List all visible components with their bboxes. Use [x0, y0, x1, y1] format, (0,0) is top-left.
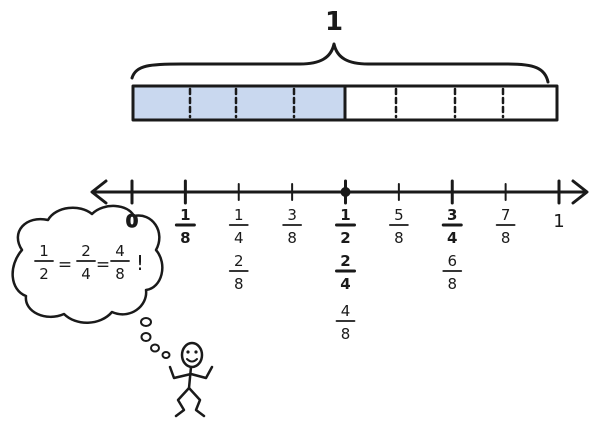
- figure-smile: [186, 358, 198, 363]
- fraction-denominator: 8: [287, 229, 297, 247]
- thought-bubbles: [140, 317, 171, 359]
- left-arrowhead: [90, 179, 108, 205]
- figure-body: [187, 365, 193, 390]
- thought-cloud: 12=24=48!: [11, 204, 164, 324]
- tick-fraction: 58: [388, 206, 409, 247]
- tick-fraction: 14: [228, 206, 249, 247]
- figure-legs: [174, 386, 206, 418]
- fraction-denominator: 2: [39, 265, 49, 283]
- fraction-numerator: 1: [39, 242, 49, 260]
- whole-brace: [130, 42, 550, 84]
- fraction-numerator: 3: [287, 206, 297, 224]
- fraction-denominator: 2: [340, 229, 350, 247]
- equivalent-fraction: 24: [335, 252, 356, 293]
- tick-label-group: 1: [553, 211, 564, 232]
- figure-head: [180, 341, 204, 369]
- fraction-numerator: 2: [234, 252, 244, 270]
- fraction-denominator: 4: [340, 275, 350, 293]
- tick-label: 1: [553, 211, 564, 232]
- fraction-denominator: 8: [115, 265, 125, 283]
- cloud-outline: [11, 204, 164, 324]
- cloud-equals: =: [58, 255, 72, 275]
- equivalent-fraction: 28: [228, 252, 249, 293]
- tick-fraction: 78: [495, 206, 516, 247]
- fraction-numerator: 5: [394, 206, 404, 224]
- fraction-numerator: 7: [501, 206, 511, 224]
- fraction-denominator: 4: [447, 229, 457, 247]
- tick-fraction: 34: [441, 206, 463, 247]
- stick-figure: [168, 341, 214, 418]
- figure-arms: [168, 365, 214, 380]
- cloud-equation: 12=24=48!: [34, 242, 144, 283]
- bar-shaded-region: [133, 86, 345, 120]
- tick-label-group: 78: [495, 206, 516, 247]
- fraction-numerator: 6: [447, 252, 457, 270]
- tick-label-group: 18: [174, 206, 196, 247]
- fraction-denominator: 8: [234, 275, 244, 293]
- fraction-numerator: 4: [115, 242, 125, 260]
- cloud-exclaim: !: [136, 251, 144, 275]
- cloud-fraction: 48: [110, 242, 130, 283]
- cloud-equals: =: [96, 255, 110, 275]
- fraction-numerator: 2: [340, 252, 350, 270]
- cloud-fraction: 12: [34, 242, 54, 283]
- fraction-bar: [131, 84, 559, 122]
- figure-eye-right: [194, 350, 198, 354]
- fraction-denominator: 8: [394, 229, 404, 247]
- tick-fraction: 12: [335, 206, 356, 247]
- fraction-denominator: 8: [180, 229, 190, 247]
- right-arrowhead: [571, 179, 589, 205]
- tick-label-group: 38: [282, 206, 303, 247]
- fraction-numerator: 2: [81, 242, 91, 260]
- fraction-numerator: 1: [180, 206, 190, 224]
- fraction-numerator: 3: [447, 206, 457, 224]
- equivalent-fraction: 48: [335, 302, 356, 343]
- fraction-denominator: 4: [81, 265, 91, 283]
- tick-label-group: 58: [388, 206, 409, 247]
- figure-eye-left: [186, 350, 190, 354]
- tick-fraction: 18: [174, 206, 196, 247]
- bar-dividers: [188, 84, 505, 122]
- fraction-numerator: 1: [234, 206, 244, 224]
- cloud-fraction: 24: [76, 242, 96, 283]
- tick-fraction: 38: [282, 206, 303, 247]
- whole-label: 1: [325, 7, 343, 37]
- fraction-numerator: 1: [340, 206, 350, 224]
- fraction-denominator: 8: [447, 275, 457, 293]
- half-point: [340, 187, 351, 197]
- fraction-denominator: 4: [234, 229, 244, 247]
- equivalent-fraction: 68: [442, 252, 463, 293]
- fraction-denominator: 8: [501, 229, 511, 247]
- fraction-denominator: 8: [341, 325, 351, 343]
- fraction-numerator: 4: [341, 302, 351, 320]
